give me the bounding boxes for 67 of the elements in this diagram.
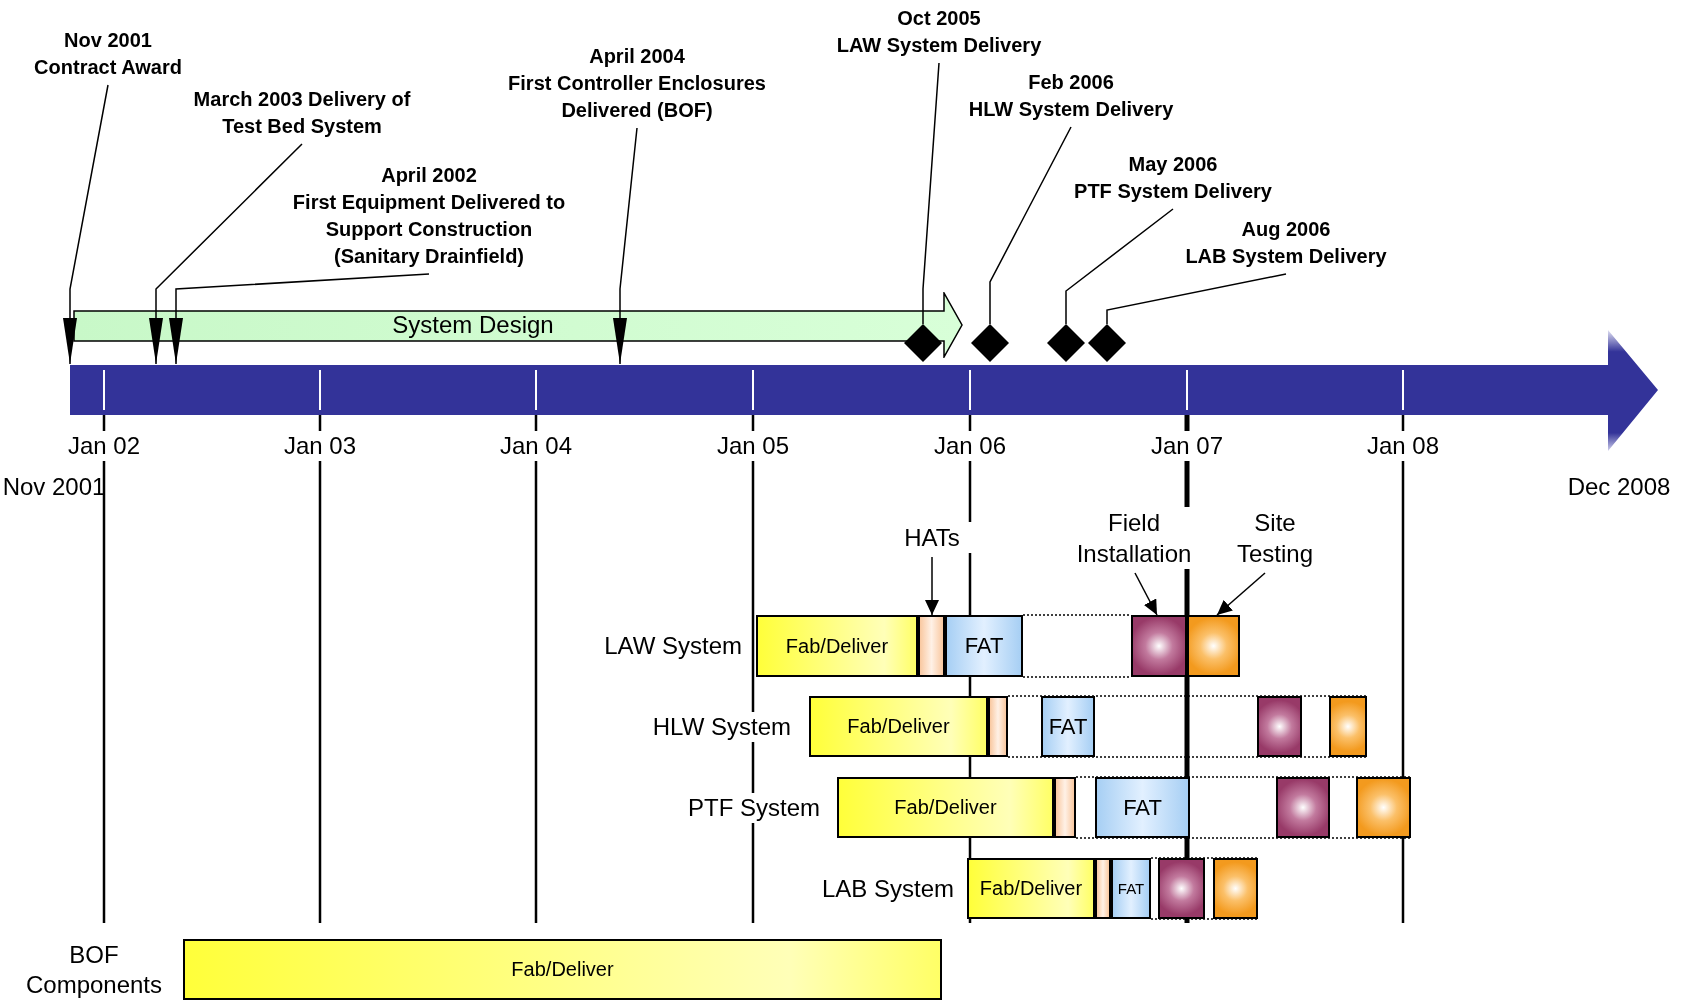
callout-text: LAB System Delivery [1184,244,1388,269]
callout-date: May 2006 [1127,152,1219,177]
tick-label: Jan 07 [1150,431,1224,461]
callout-text: First Equipment Delivered to Support Construction (Sanitary Drainfield) [291,190,567,269]
task-bar [1158,858,1205,919]
task-bar [1356,777,1411,838]
task-bar: FAT [945,615,1023,677]
leader-line [1106,273,1287,325]
node-label: Site Testing [1236,509,1314,567]
milestone-diamond [971,324,1009,362]
row-label: HLW System [652,712,791,742]
task-bar: Fab/Deliver [837,777,1054,838]
task-bar: Fab/Deliver [967,858,1095,919]
date-label: Dec 2008 [1567,472,1671,502]
task-bar: FAT [1095,777,1190,838]
row-label: BOF Components [24,940,164,1000]
arrow [1134,572,1158,616]
leader-line [1065,208,1174,325]
milestone-diamond [904,324,942,362]
tick-label: Jan 05 [716,431,790,461]
task-bar [1213,858,1258,919]
leader-line [169,273,430,365]
task-bar: Fab/Deliver [809,696,988,757]
task-bar [1276,777,1330,838]
callout-date: Feb 2006 [1027,70,1115,95]
tick-label: Jan 02 [67,431,141,461]
date-label: Nov 2001 [2,472,106,502]
task-bar [1054,777,1076,838]
task-bar [1187,615,1240,677]
task-bar [988,696,1008,757]
task-bar: Fab/Deliver [183,939,942,1000]
task-bar [1131,615,1187,677]
callout-text: PTF System Delivery [1073,179,1273,204]
leader-line [613,127,638,365]
arrow [1216,572,1266,616]
node-label: HATs [904,524,960,551]
task-bar [1329,696,1367,757]
milestone-diamond [1088,324,1126,362]
arrow [925,556,939,616]
tick-label: Jan 04 [499,431,573,461]
leader-line [922,62,940,325]
tick-label: Jan 08 [1366,431,1440,461]
task-bar: FAT [1041,696,1095,757]
callout-date: Aug 2006 [1240,217,1332,242]
callout-text: March 2003 Delivery of Test Bed System [187,86,417,140]
task-bar [918,615,945,677]
leader-line [989,126,1072,325]
task-bar: Fab/Deliver [756,615,918,677]
phase-label: System Design [391,310,555,340]
task-bar [1257,696,1302,757]
leader-line [63,84,109,365]
callout-text: HLW System Delivery [967,97,1175,122]
tick-label: Jan 06 [933,431,1007,461]
callout-text: First Controller Enclosures Delivered (BOF) [507,71,767,123]
tick-label: Jan 03 [283,431,357,461]
task-bar: FAT [1111,858,1151,919]
node-label: Field Installation [1076,509,1192,567]
leader-line [149,143,303,365]
row-label: PTF System [688,793,820,823]
callout-date: Nov 2001 [63,28,153,53]
callout-text: LAW System Delivery [835,33,1043,58]
milestone-diamond [1047,324,1085,362]
callout-date: Oct 2005 [896,6,982,31]
callout-text: Contract Award [33,55,183,80]
callout-date: April 2004 [588,44,686,69]
callout-date: April 2002 [380,163,478,188]
task-bar [1095,858,1111,919]
